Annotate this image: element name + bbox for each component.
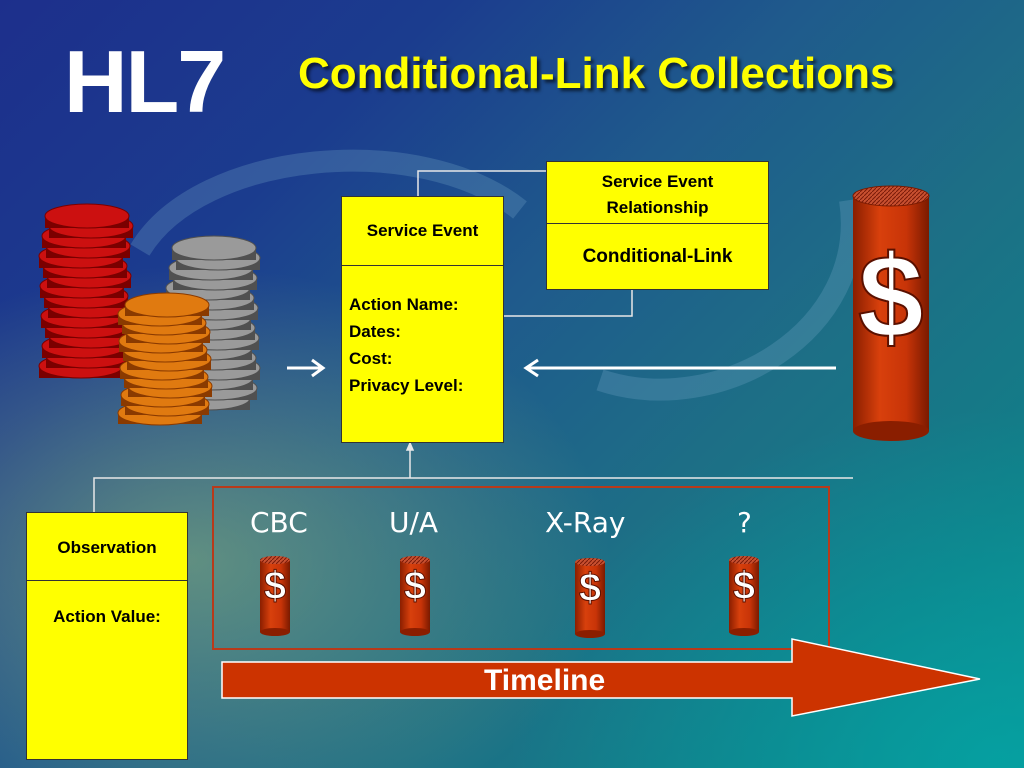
event-label-unknown: ? bbox=[737, 506, 752, 539]
hl7-logo: HL7 bbox=[64, 32, 226, 131]
event-cylinders bbox=[260, 556, 759, 638]
event-label-ua: U/A bbox=[389, 506, 439, 539]
small-dollar-icon: $ bbox=[578, 566, 602, 610]
big-dollar-icon: $ bbox=[857, 231, 925, 363]
event-cylinder-top bbox=[729, 556, 759, 564]
attr-cost: Cost: bbox=[349, 349, 393, 368]
small-dollar-icon: $ bbox=[732, 564, 756, 608]
dollar-cylinder-icon bbox=[852, 185, 930, 441]
observation-box: Observation Action Value: bbox=[26, 512, 188, 760]
relationship-header-line1: Service Event bbox=[601, 172, 714, 191]
relationship-header-line2: Relationship bbox=[606, 198, 709, 217]
event-cylinder-top bbox=[575, 558, 605, 566]
service-event-box: Service Event Action Name: Dates: Cost: … bbox=[341, 196, 504, 443]
conditional-link-label: Conditional-Link bbox=[582, 246, 733, 267]
event-cylinder-icon bbox=[575, 562, 605, 634]
attr-dates: Dates: bbox=[349, 322, 401, 341]
connector-lines bbox=[93, 170, 853, 512]
event-cylinder-icon bbox=[260, 560, 290, 632]
event-cylinder-top bbox=[260, 556, 290, 564]
event-cylinder-icon bbox=[400, 560, 430, 632]
timeline-arrow bbox=[221, 638, 981, 717]
orange-coin-stack-icon bbox=[117, 292, 213, 426]
background-swirl bbox=[130, 149, 863, 401]
event-cylinder-top bbox=[400, 556, 430, 564]
service-event-attributes: Action Name: Dates: Cost: Privacy Level: bbox=[342, 266, 503, 399]
observation-header: Observation bbox=[27, 513, 187, 581]
event-cylinder-base bbox=[400, 628, 430, 636]
timeline-label: Timeline bbox=[484, 664, 606, 697]
attr-action-name: Action Name: bbox=[349, 295, 459, 314]
event-cylinder-icon bbox=[729, 560, 759, 632]
event-label-cbc: CBC bbox=[250, 506, 308, 539]
event-cylinder-base bbox=[729, 628, 759, 636]
event-frame bbox=[212, 486, 830, 650]
small-dollar-icon: $ bbox=[263, 564, 287, 608]
event-cylinder-base bbox=[260, 628, 290, 636]
event-cylinder-base bbox=[575, 630, 605, 638]
observation-action-value: Action Value: bbox=[53, 607, 161, 626]
attr-privacy-level: Privacy Level: bbox=[349, 376, 464, 395]
relationship-box: Service Event Relationship Conditional-L… bbox=[546, 161, 769, 290]
right-arrow bbox=[287, 358, 326, 378]
red-coin-stack-icon bbox=[38, 203, 134, 379]
page-title: Conditional-Link Collections bbox=[298, 49, 895, 98]
small-dollar-icon: $ bbox=[403, 564, 427, 608]
left-arrow bbox=[523, 358, 836, 378]
service-event-header: Service Event bbox=[342, 197, 503, 266]
relationship-header: Service Event Relationship bbox=[547, 162, 768, 224]
event-label-xray: X-Ray bbox=[545, 506, 626, 539]
